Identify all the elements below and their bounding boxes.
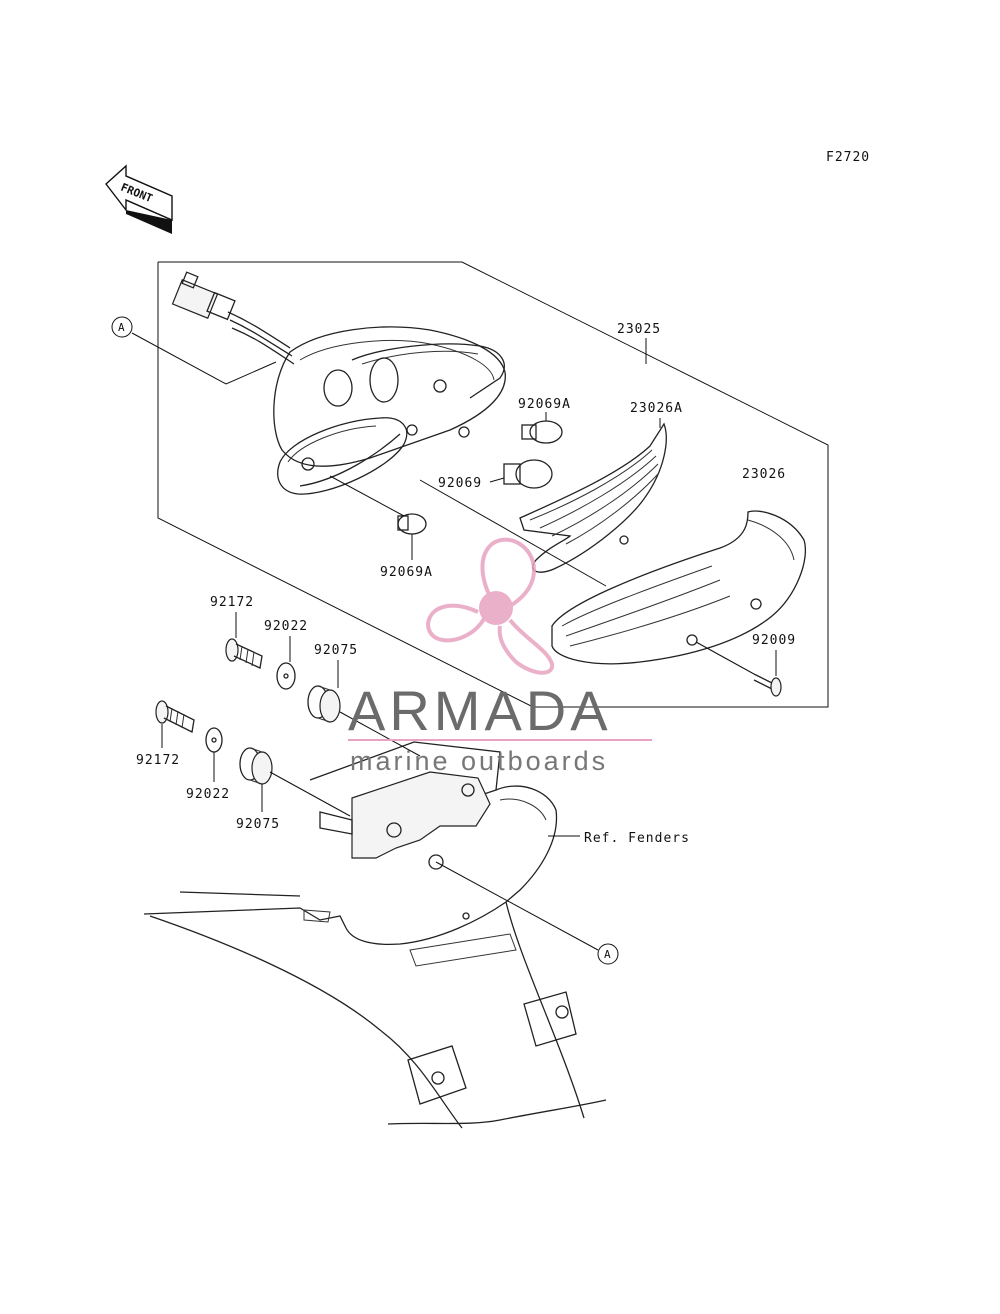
callout-a-bottom: A bbox=[597, 943, 619, 965]
bulb-92069 bbox=[489, 459, 553, 489]
callout-a-top-label: A bbox=[118, 321, 125, 334]
lens-23026 bbox=[551, 510, 806, 665]
assembly-frame bbox=[157, 261, 829, 708]
lens-23026a bbox=[519, 422, 667, 573]
label-92022-bottom: 92022 bbox=[186, 787, 230, 802]
label-23026: 23026 bbox=[742, 467, 786, 482]
callout-a-bottom-label: A bbox=[604, 948, 611, 961]
label-92069a-top: 92069A bbox=[518, 397, 571, 412]
watermark-tagline: marine outboards bbox=[350, 746, 608, 776]
label-92069a-bottom: 92069A bbox=[380, 565, 433, 580]
bolt-92172-bottom bbox=[155, 700, 195, 748]
washer-92022-top bbox=[276, 636, 296, 690]
diagram-code: F2720 bbox=[826, 150, 870, 165]
propeller-icon bbox=[425, 537, 555, 675]
label-ref-fenders: Ref. Fenders bbox=[584, 831, 690, 846]
label-92075-bottom: 92075 bbox=[236, 817, 280, 832]
label-92172-top: 92172 bbox=[210, 595, 254, 610]
label-92075-top: 92075 bbox=[314, 643, 358, 658]
screw-92009 bbox=[753, 650, 782, 697]
washer-92022-bottom bbox=[205, 727, 223, 782]
watermark-logo: ARMADA marine outboards bbox=[348, 537, 652, 776]
label-92022-top: 92022 bbox=[264, 619, 308, 634]
taillight-housing bbox=[171, 271, 506, 495]
label-92009: 92009 bbox=[752, 633, 796, 648]
label-92172-bottom: 92172 bbox=[136, 753, 180, 768]
bolt-92172-top bbox=[225, 612, 263, 669]
label-92069: 92069 bbox=[438, 476, 482, 491]
label-23026a: 23026A bbox=[630, 401, 683, 416]
bulb-92069a-bottom bbox=[397, 513, 427, 560]
bulb-92069a-top bbox=[521, 412, 563, 444]
label-23025: 23025 bbox=[617, 322, 661, 337]
watermark-brand: ARMADA bbox=[348, 679, 612, 742]
callout-a-top: A bbox=[111, 316, 133, 338]
grommet-92075-top bbox=[307, 660, 341, 723]
front-arrow-icon: FRONT bbox=[105, 164, 173, 234]
rear-fender-bracket bbox=[143, 741, 607, 1129]
grommet-92075-bottom bbox=[239, 747, 273, 812]
